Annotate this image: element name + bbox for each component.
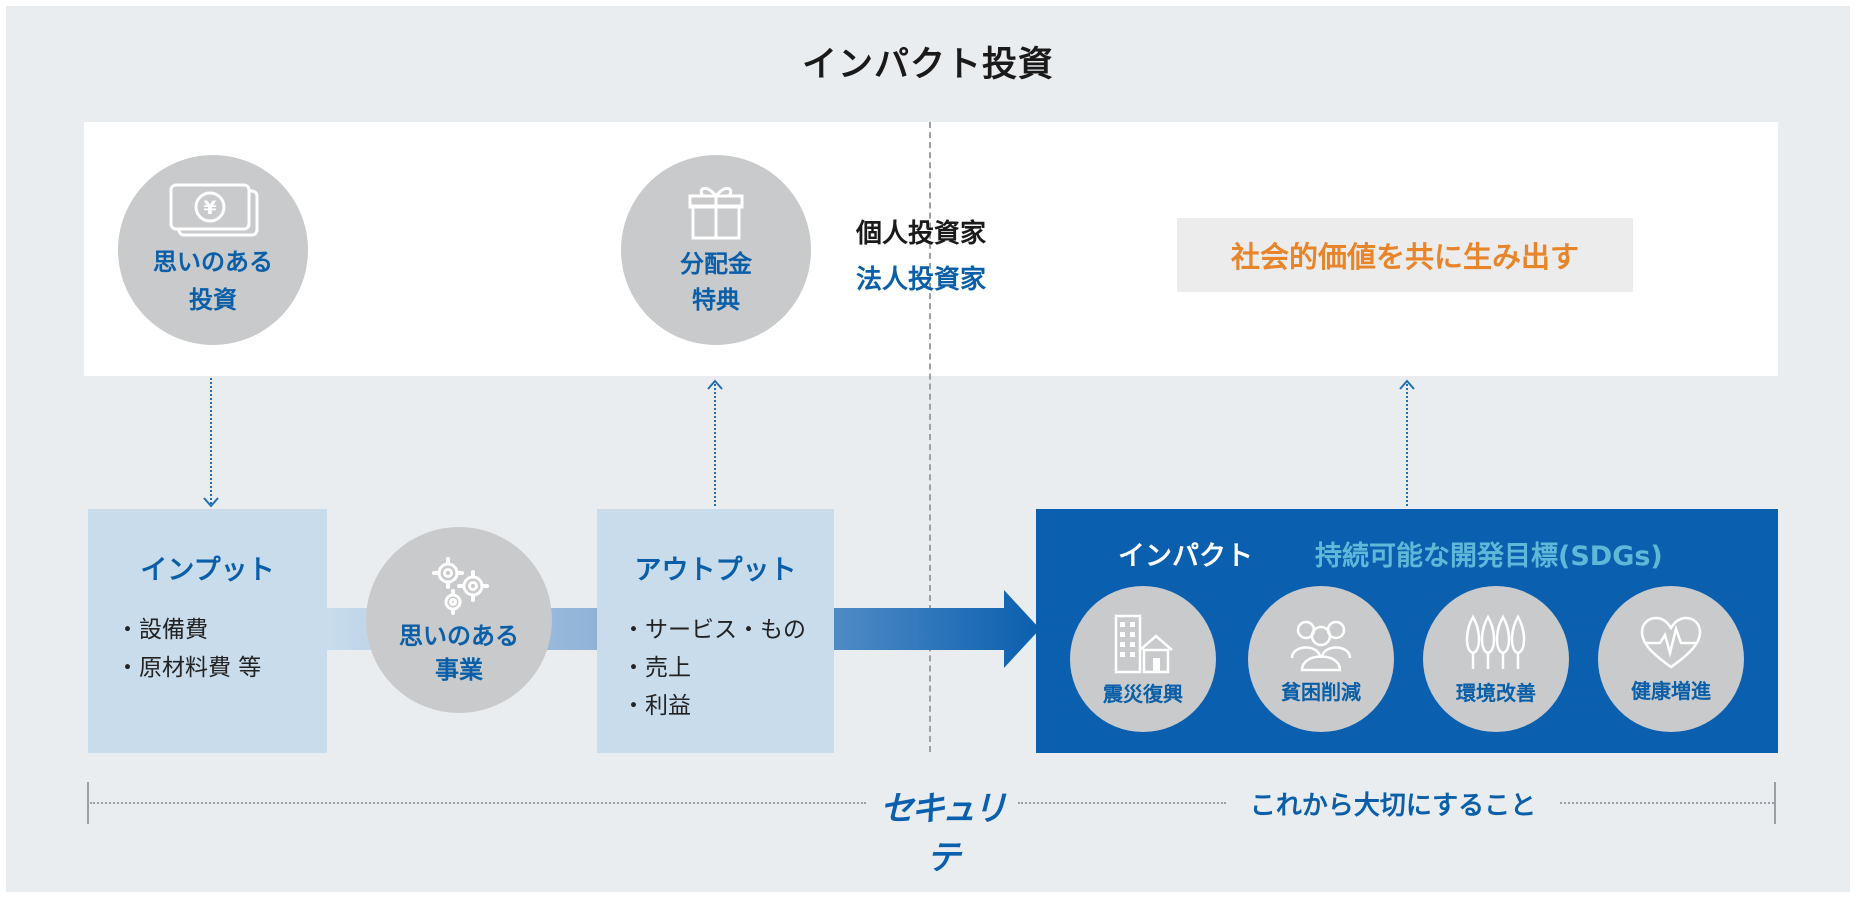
input-box xyxy=(88,509,327,753)
brand-logo: セキュリテ xyxy=(880,789,1007,878)
flow-arrow xyxy=(834,590,1040,668)
building-house-icon xyxy=(1114,614,1173,673)
output-up-connector xyxy=(714,384,716,506)
invest-circle: ¥ 思いのある 投資 xyxy=(118,155,308,345)
investor-individual: 個人投資家 xyxy=(856,219,987,249)
sdg-disaster-recovery: 震災復興 xyxy=(1070,586,1216,732)
sdgs-label: 持続可能な開発目標(SDGs) xyxy=(1315,541,1663,572)
trees-icon xyxy=(1465,613,1526,669)
dividend-circle: 分配金 特典 xyxy=(621,155,811,345)
timeline-line-left xyxy=(90,802,866,804)
impact-up-arrowhead xyxy=(1399,379,1415,390)
sdg-label-4: 健康増進 xyxy=(1631,678,1711,703)
input-item-2: ・原材料費 等 xyxy=(116,655,262,681)
sdg-poverty-reduction: 貧困削減 xyxy=(1248,586,1394,732)
input-title: インプット xyxy=(140,555,275,586)
timeline-line-mid xyxy=(1018,802,1226,804)
center-divider xyxy=(929,122,931,752)
social-value-badge: 社会的価値を共に生み出す xyxy=(1177,218,1633,292)
heart-pulse-icon xyxy=(1640,616,1702,669)
invest-circle-label: 思いのある 投資 xyxy=(153,248,273,314)
gift-icon xyxy=(688,187,744,240)
sdg-health: 健康増進 xyxy=(1598,586,1744,732)
money-icon: ¥ xyxy=(169,183,259,237)
gears-icon xyxy=(432,557,489,615)
output-box xyxy=(597,509,834,753)
future-label: これから大切にすること xyxy=(1249,791,1537,821)
invest-down-arrowhead xyxy=(203,497,219,508)
sdg-environment: 環境改善 xyxy=(1423,586,1569,732)
impact-title: インパクト xyxy=(1118,541,1253,572)
timeline-line-right xyxy=(1560,802,1774,804)
output-title: アウトプット xyxy=(634,555,797,586)
investor-corporate: 法人投資家 xyxy=(856,265,987,295)
yen-symbol: ¥ xyxy=(203,197,216,219)
output-item-1: ・サービス・もの xyxy=(622,617,806,643)
output-item-2: ・売上 xyxy=(622,655,691,681)
timeline-right-cap xyxy=(1774,782,1776,824)
sdg-label-2: 貧困削減 xyxy=(1281,679,1361,704)
business-circle: 思いのある 事業 xyxy=(366,527,552,713)
sdg-label-1: 震災復興 xyxy=(1103,681,1183,706)
impact-up-connector xyxy=(1406,384,1408,506)
social-value-text: 社会的価値を共に生み出す xyxy=(1230,240,1579,274)
business-circle-label: 思いのある 事業 xyxy=(399,622,519,684)
timeline-left-cap xyxy=(87,782,89,824)
invest-down-connector xyxy=(210,378,212,504)
input-item-1: ・設備費 xyxy=(116,617,208,643)
dividend-circle-label: 分配金 特典 xyxy=(680,250,752,314)
sdg-label-3: 環境改善 xyxy=(1456,680,1536,705)
output-item-3: ・利益 xyxy=(622,693,691,719)
people-group-icon xyxy=(1290,620,1352,671)
page-title: インパクト投資 xyxy=(801,45,1054,85)
output-up-arrowhead xyxy=(707,379,723,390)
